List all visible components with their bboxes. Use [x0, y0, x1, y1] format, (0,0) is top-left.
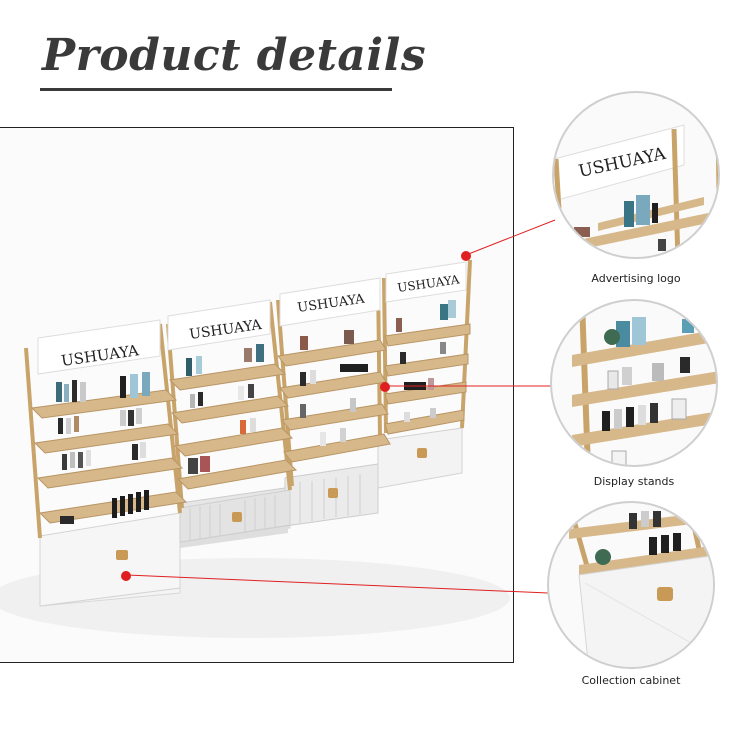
marker-advertising-logo [461, 251, 471, 261]
callout-circle-advertising-logo: USHUAYA [552, 91, 720, 259]
page-title: Product details [42, 30, 427, 81]
display-cabinet-illustration: USHUAYA USHUAYA USHUAYA USHUAYA [0, 251, 510, 638]
caption-collection-cabinet: Collection cabinet [581, 674, 681, 687]
product-image-frame: USHUAYA USHUAYA USHUAYA USHUAYA [0, 127, 514, 663]
caption-display-stands: Display stands [593, 475, 675, 488]
marker-display-stands [380, 382, 390, 392]
marker-collection-cabinet [121, 571, 131, 581]
title-underline [40, 88, 392, 91]
callout-circle-display-stands [550, 299, 718, 467]
callout-circle-collection-cabinet [547, 501, 715, 669]
caption-advertising-logo: Advertising logo [591, 272, 681, 285]
